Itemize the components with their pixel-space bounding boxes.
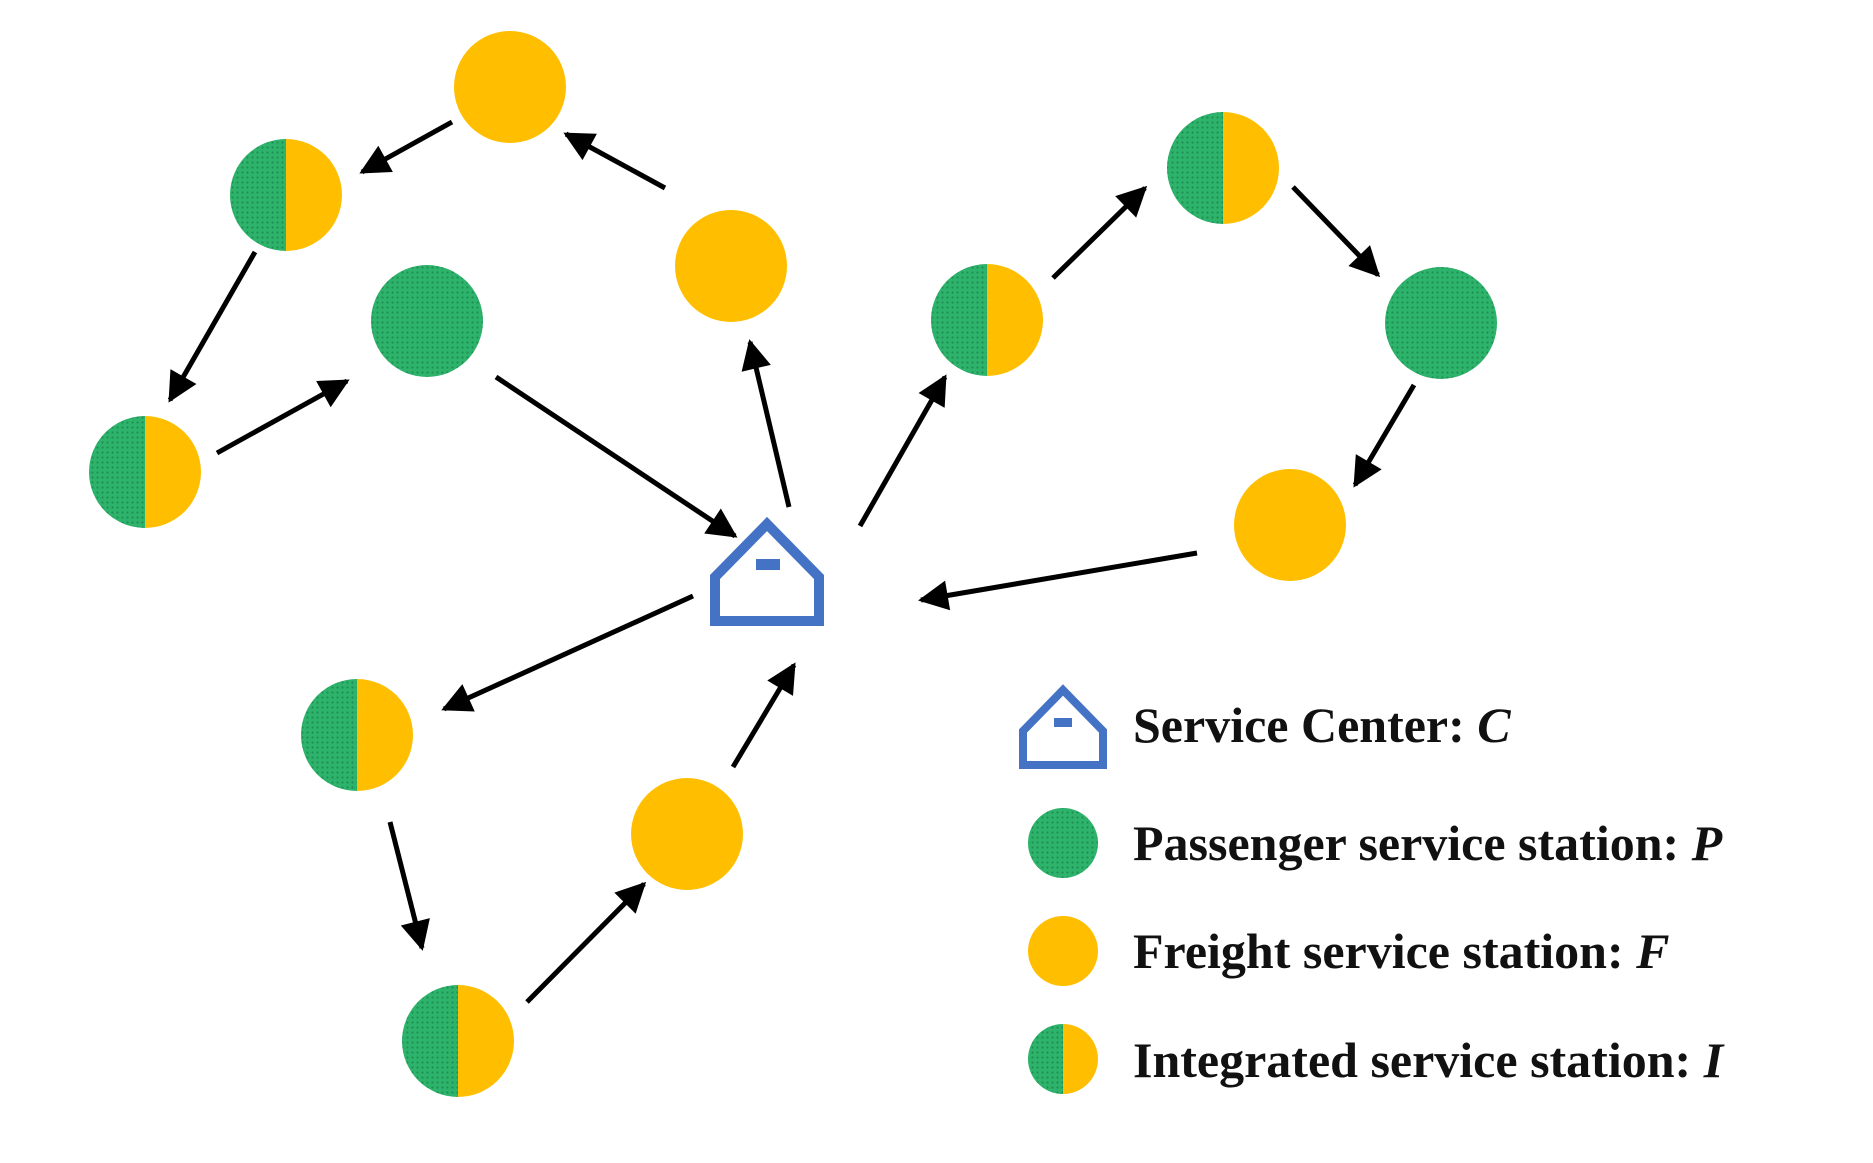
freight-station-node: [675, 210, 787, 322]
legend-item-service-center: Service Center: C: [1133, 697, 1511, 753]
integrated-station-node: [89, 416, 201, 528]
route-arrow: [1352, 383, 1417, 488]
freight-station-node: [454, 31, 566, 143]
integrated-station-node: [931, 264, 1043, 376]
route-arrows: [167, 119, 1417, 1004]
route-arrow: [494, 374, 738, 539]
route-arrow: [387, 821, 430, 951]
integrated-station-node: [301, 679, 413, 791]
half-green-half-yellow-circle-icon: [1028, 1024, 1098, 1094]
legend-symbol: C: [1477, 697, 1511, 753]
integrated-station-node: [230, 139, 342, 251]
route-arrow: [857, 374, 948, 528]
legend-item-integrated: Integrated service station: I: [1133, 1032, 1725, 1088]
route-arrow: [741, 339, 792, 508]
integrated-station-node: [402, 985, 514, 1097]
legend-label: Service Center:: [1133, 697, 1477, 753]
passenger-station-node: [371, 265, 483, 377]
freight-station-node: [1234, 469, 1346, 581]
green-circle-icon: [1028, 808, 1098, 878]
legend-item-freight: Freight service station: F: [1133, 923, 1669, 979]
route-arrow: [563, 131, 667, 191]
house-icon: [710, 516, 824, 626]
passenger-station-node: [1385, 267, 1497, 379]
route-arrow: [730, 662, 797, 769]
route-arrow: [167, 250, 258, 403]
legend-symbol: P: [1691, 815, 1723, 871]
legend-label: Freight service station:: [1133, 923, 1636, 979]
yellow-circle-icon: [1028, 916, 1098, 986]
legend-label: Integrated service station:: [1133, 1032, 1704, 1088]
legend-label: Passenger service station:: [1133, 815, 1692, 871]
route-arrow: [1291, 185, 1381, 278]
route-arrow: [525, 881, 647, 1004]
house-icon: [1019, 684, 1107, 769]
route-arrow: [918, 550, 1198, 611]
legend-item-passenger: Passenger service station: P: [1133, 815, 1723, 871]
legend: Service Center: C Passenger service stat…: [1019, 684, 1725, 1094]
route-arrow: [359, 119, 454, 175]
legend-symbol: F: [1635, 923, 1669, 979]
station-nodes: [89, 31, 1497, 1097]
legend-symbol: I: [1703, 1032, 1725, 1088]
route-arrow: [1051, 185, 1148, 280]
integrated-station-node: [1167, 112, 1279, 224]
route-arrow: [441, 593, 695, 712]
freight-station-node: [631, 778, 743, 890]
route-arrow: [215, 378, 350, 456]
